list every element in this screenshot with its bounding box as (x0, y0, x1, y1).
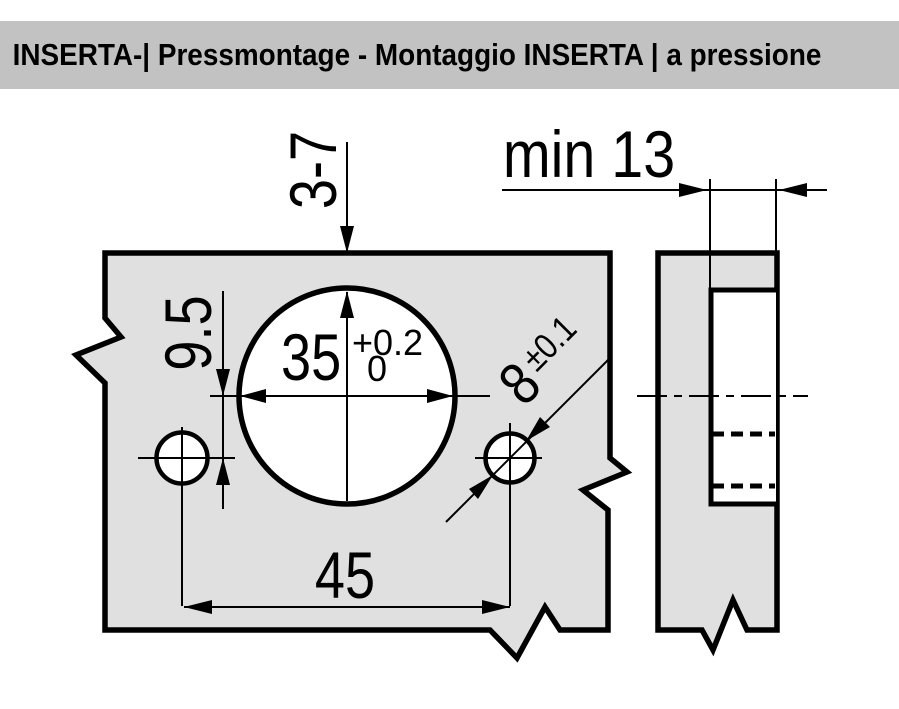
label-vertical-offset: 9.5 (151, 295, 225, 370)
label-cup-diameter: 35 (281, 320, 341, 394)
arrow-depth-up (340, 291, 354, 318)
side-view (637, 250, 808, 657)
arrow-offset-up (216, 458, 230, 485)
arrow-offset-down (216, 369, 230, 396)
header-bar: INSERTA-| Pressmontage - Montaggio INSER… (0, 21, 899, 89)
label-screw-spacing: 45 (315, 538, 375, 612)
arrowheads (184, 183, 807, 614)
header-title: INSERTA-| Pressmontage - Montaggio INSER… (12, 37, 822, 72)
label-cup-tolerance-lower: 0 (367, 348, 387, 389)
arrow-depth-down (340, 226, 354, 253)
arrow-spacing-left (184, 600, 212, 614)
dim-screw-offset-diagonal (445, 357, 611, 523)
arrow-min-depth-left (779, 183, 807, 197)
arrow-screw-offset-lower (469, 475, 493, 499)
arrow-diameter-left (240, 389, 266, 403)
arrow-diameter-right (427, 389, 453, 403)
arrow-min-depth-right (679, 183, 707, 197)
arrow-screw-offset-upper (526, 417, 550, 441)
label-cup-tolerance-upper: +0.2 (352, 322, 423, 363)
label-min-depth: min 13 (503, 118, 675, 192)
label-depth-range: 3-7 (276, 131, 350, 209)
arrow-spacing-right (482, 600, 510, 614)
